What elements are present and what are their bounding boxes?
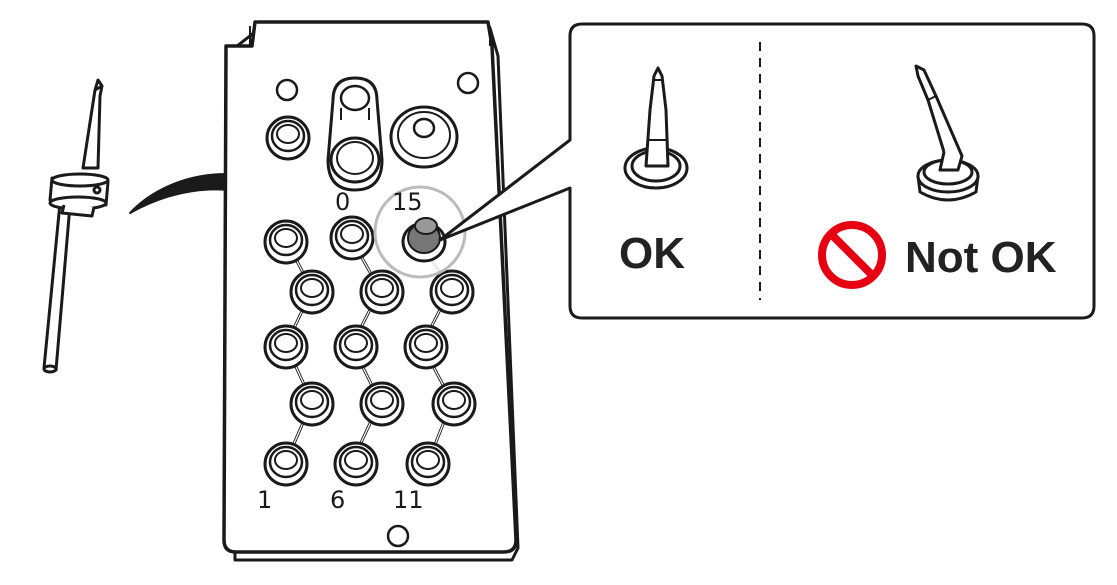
ok-label: OK (619, 229, 685, 278)
not-ok-label: Not OK (905, 233, 1057, 282)
milling-bur-icon (42, 78, 110, 374)
prohibition-icon (818, 221, 886, 289)
slot-number-15: 15 (392, 188, 423, 216)
highlighted-slot (373, 185, 467, 279)
slot-number-6: 6 (330, 486, 345, 514)
callout-box: OK Not OK (438, 22, 1096, 320)
bur-correct-icon (623, 66, 689, 190)
slot-number-0: 0 (335, 188, 350, 216)
slot-number-1: 1 (257, 486, 272, 514)
bur-incorrect-icon (914, 64, 980, 202)
slot-number-11: 11 (393, 486, 424, 514)
tool-magazine-plate: 0 15 1 6 11 (222, 20, 520, 562)
